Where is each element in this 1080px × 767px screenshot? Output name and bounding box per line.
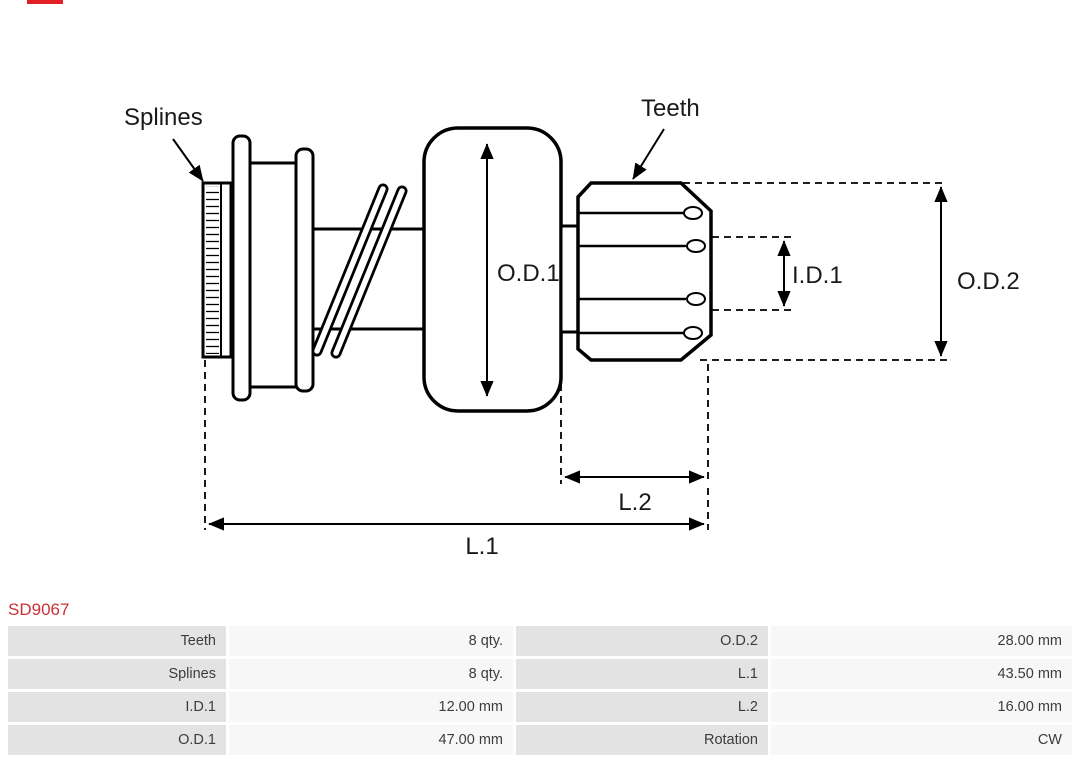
- dim-l2: L.2: [564, 470, 705, 516]
- od1-label: O.D.1: [497, 260, 560, 287]
- splines-label: Splines: [124, 104, 203, 131]
- starter-drive-drawing: [201, 126, 713, 413]
- extension-lines: [204, 182, 947, 530]
- spec-value-l2: 16.00 mm: [771, 692, 1072, 722]
- spec-value-splines: 8 qty.: [229, 659, 513, 689]
- spec-label-teeth: Teeth: [8, 626, 226, 656]
- spec-value-od1: 47.00 mm: [229, 725, 513, 755]
- brand-logo-strip: [27, 0, 63, 4]
- flange-disc-left: [231, 134, 252, 402]
- spec-value-od2: 28.00 mm: [771, 626, 1072, 656]
- spec-label-splines: Splines: [8, 659, 226, 689]
- spec-value-rotation: CW: [771, 725, 1072, 755]
- l1-label: L.1: [465, 533, 498, 560]
- callout-teeth: Teeth: [632, 95, 700, 180]
- spec-value-id1: 12.00 mm: [229, 692, 513, 722]
- return-spring: [311, 183, 408, 359]
- spline-shaft: [201, 181, 233, 359]
- spec-table: Teeth 8 qty. O.D.2 28.00 mm Splines 8 qt…: [8, 626, 1072, 755]
- part-number: SD9067: [8, 600, 70, 619]
- dim-od2: O.D.2: [934, 186, 1020, 357]
- pinion-gear: [576, 181, 713, 362]
- spec-label-od1: O.D.1: [8, 725, 226, 755]
- spec-label-l1: L.1: [516, 659, 768, 689]
- teeth-label: Teeth: [641, 95, 700, 122]
- dim-od1: O.D.1: [480, 143, 560, 397]
- l2-label: L.2: [618, 489, 651, 516]
- flange-disc-right: [294, 147, 315, 393]
- spec-value-teeth: 8 qty.: [229, 626, 513, 656]
- od2-label: O.D.2: [957, 268, 1020, 295]
- id1-label: I.D.1: [792, 262, 843, 289]
- technical-diagram: O.D.1 O.D.2 I.D.1 L.2 L.1 Splines Teeth: [124, 95, 1020, 560]
- callout-splines: Splines: [124, 104, 204, 182]
- spec-label-l2: L.2: [516, 692, 768, 722]
- dim-l1: L.1: [208, 517, 705, 560]
- spec-label-id1: I.D.1: [8, 692, 226, 722]
- spec-label-rotation: Rotation: [516, 725, 768, 755]
- spec-value-l1: 43.50 mm: [771, 659, 1072, 689]
- spec-label-od2: O.D.2: [516, 626, 768, 656]
- dim-id1: I.D.1: [777, 240, 843, 307]
